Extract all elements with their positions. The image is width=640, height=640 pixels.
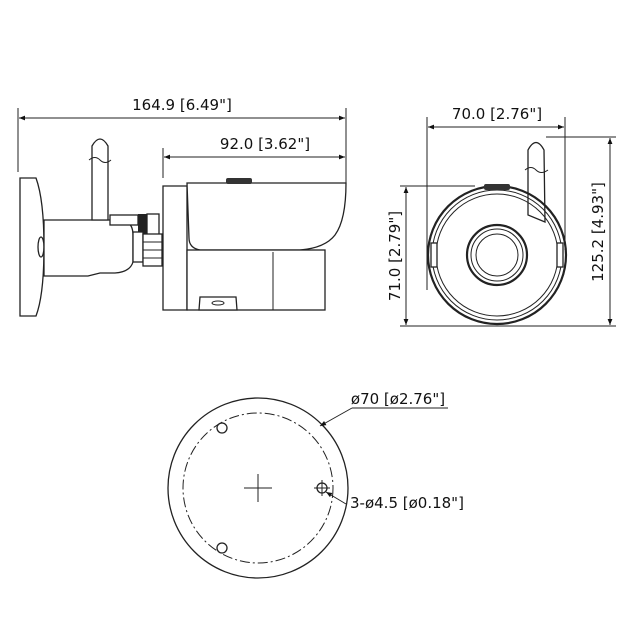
camera-side-view [19, 138, 347, 317]
mounting-hole [314, 480, 330, 496]
camera-front-view [426, 141, 568, 326]
width-label: 70.0 [2.76"] [452, 105, 542, 123]
mounting-hole [216, 542, 228, 554]
body-height-dimension: 71.0 [2.79"] [386, 185, 475, 325]
mount-diameter-label: ø70 [ø2.76"] [351, 390, 445, 408]
width-dimension: 70.0 [2.76"] [426, 105, 566, 290]
overall-height-label: 125.2 [4.93"] [589, 182, 607, 282]
body-length-dimension: 92.0 [3.62"] [162, 135, 345, 178]
overall-height-dimension: 125.2 [4.93"] [400, 136, 616, 327]
body-height-label: 71.0 [2.79"] [386, 211, 404, 301]
body-length-label: 92.0 [3.62"] [220, 135, 310, 153]
overall-length-dimension: 164.9 [6.49"] [17, 96, 347, 190]
mounting-hole [216, 422, 228, 434]
mount-base-view: ø70 [ø2.76"] 3-ø4.5 [ø0.18"] [167, 390, 464, 579]
overall-length-label: 164.9 [6.49"] [132, 96, 232, 114]
mount-holes-label: 3-ø4.5 [ø0.18"] [350, 494, 464, 512]
